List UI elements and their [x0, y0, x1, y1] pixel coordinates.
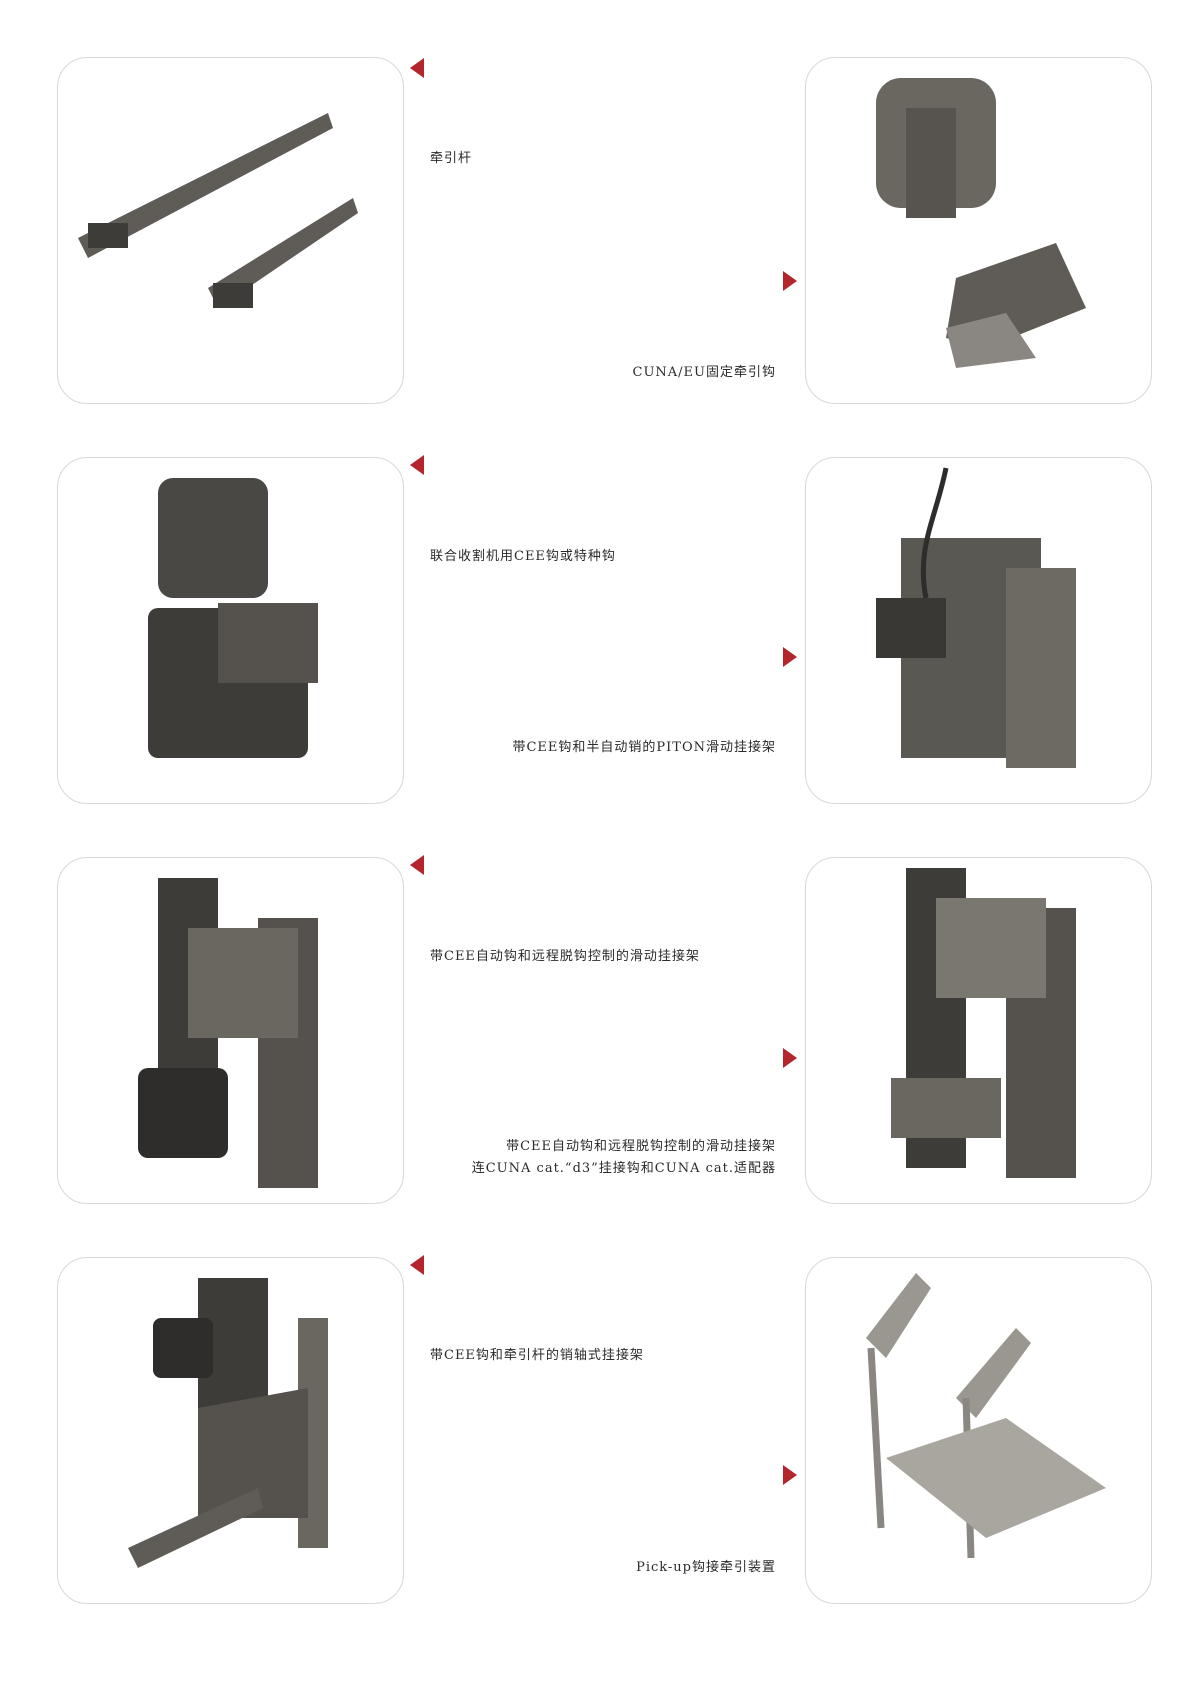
- left-label: 牵引杆: [430, 151, 473, 166]
- right-label: CUNA/EU固定牵引钩: [632, 365, 776, 380]
- arrow-left-icon: [410, 855, 424, 875]
- sliding-hitch-cee-auto-image: [57, 857, 404, 1204]
- cuna-eu-fixed-hook-image: [805, 57, 1152, 404]
- arrow-left-icon: [410, 1255, 424, 1275]
- right-label: 带CEE自动钩和远程脱钩控制的滑动挂接架连CUNA cat.“d3”挂接钩和CU…: [471, 1139, 776, 1176]
- right-label: Pick-up钩接牵引装置: [636, 1560, 776, 1575]
- left-label: 带CEE自动钩和远程脱钩控制的滑动挂接架: [430, 949, 700, 964]
- drawbar-image: [57, 57, 404, 404]
- sliding-hitch-cuna-adapter-image: [805, 857, 1152, 1204]
- arrow-left-icon: [410, 455, 424, 475]
- pick-up-hitch-image: [805, 1257, 1152, 1604]
- arrow-right-icon: [783, 1048, 797, 1068]
- pin-hitch-drawbar-image: [57, 1257, 404, 1604]
- arrow-left-icon: [410, 58, 424, 78]
- arrow-right-icon: [783, 271, 797, 291]
- right-label: 带CEE钩和半自动销的PITON滑动挂接架: [512, 740, 776, 755]
- arrow-right-icon: [783, 1465, 797, 1485]
- cee-hook-image: [57, 457, 404, 804]
- left-label: 联合收割机用CEE钩或特种钩: [430, 549, 616, 564]
- arrow-right-icon: [783, 647, 797, 667]
- left-label: 带CEE钩和牵引杆的销轴式挂接架: [430, 1348, 644, 1363]
- piton-sliding-hitch-image: [805, 457, 1152, 804]
